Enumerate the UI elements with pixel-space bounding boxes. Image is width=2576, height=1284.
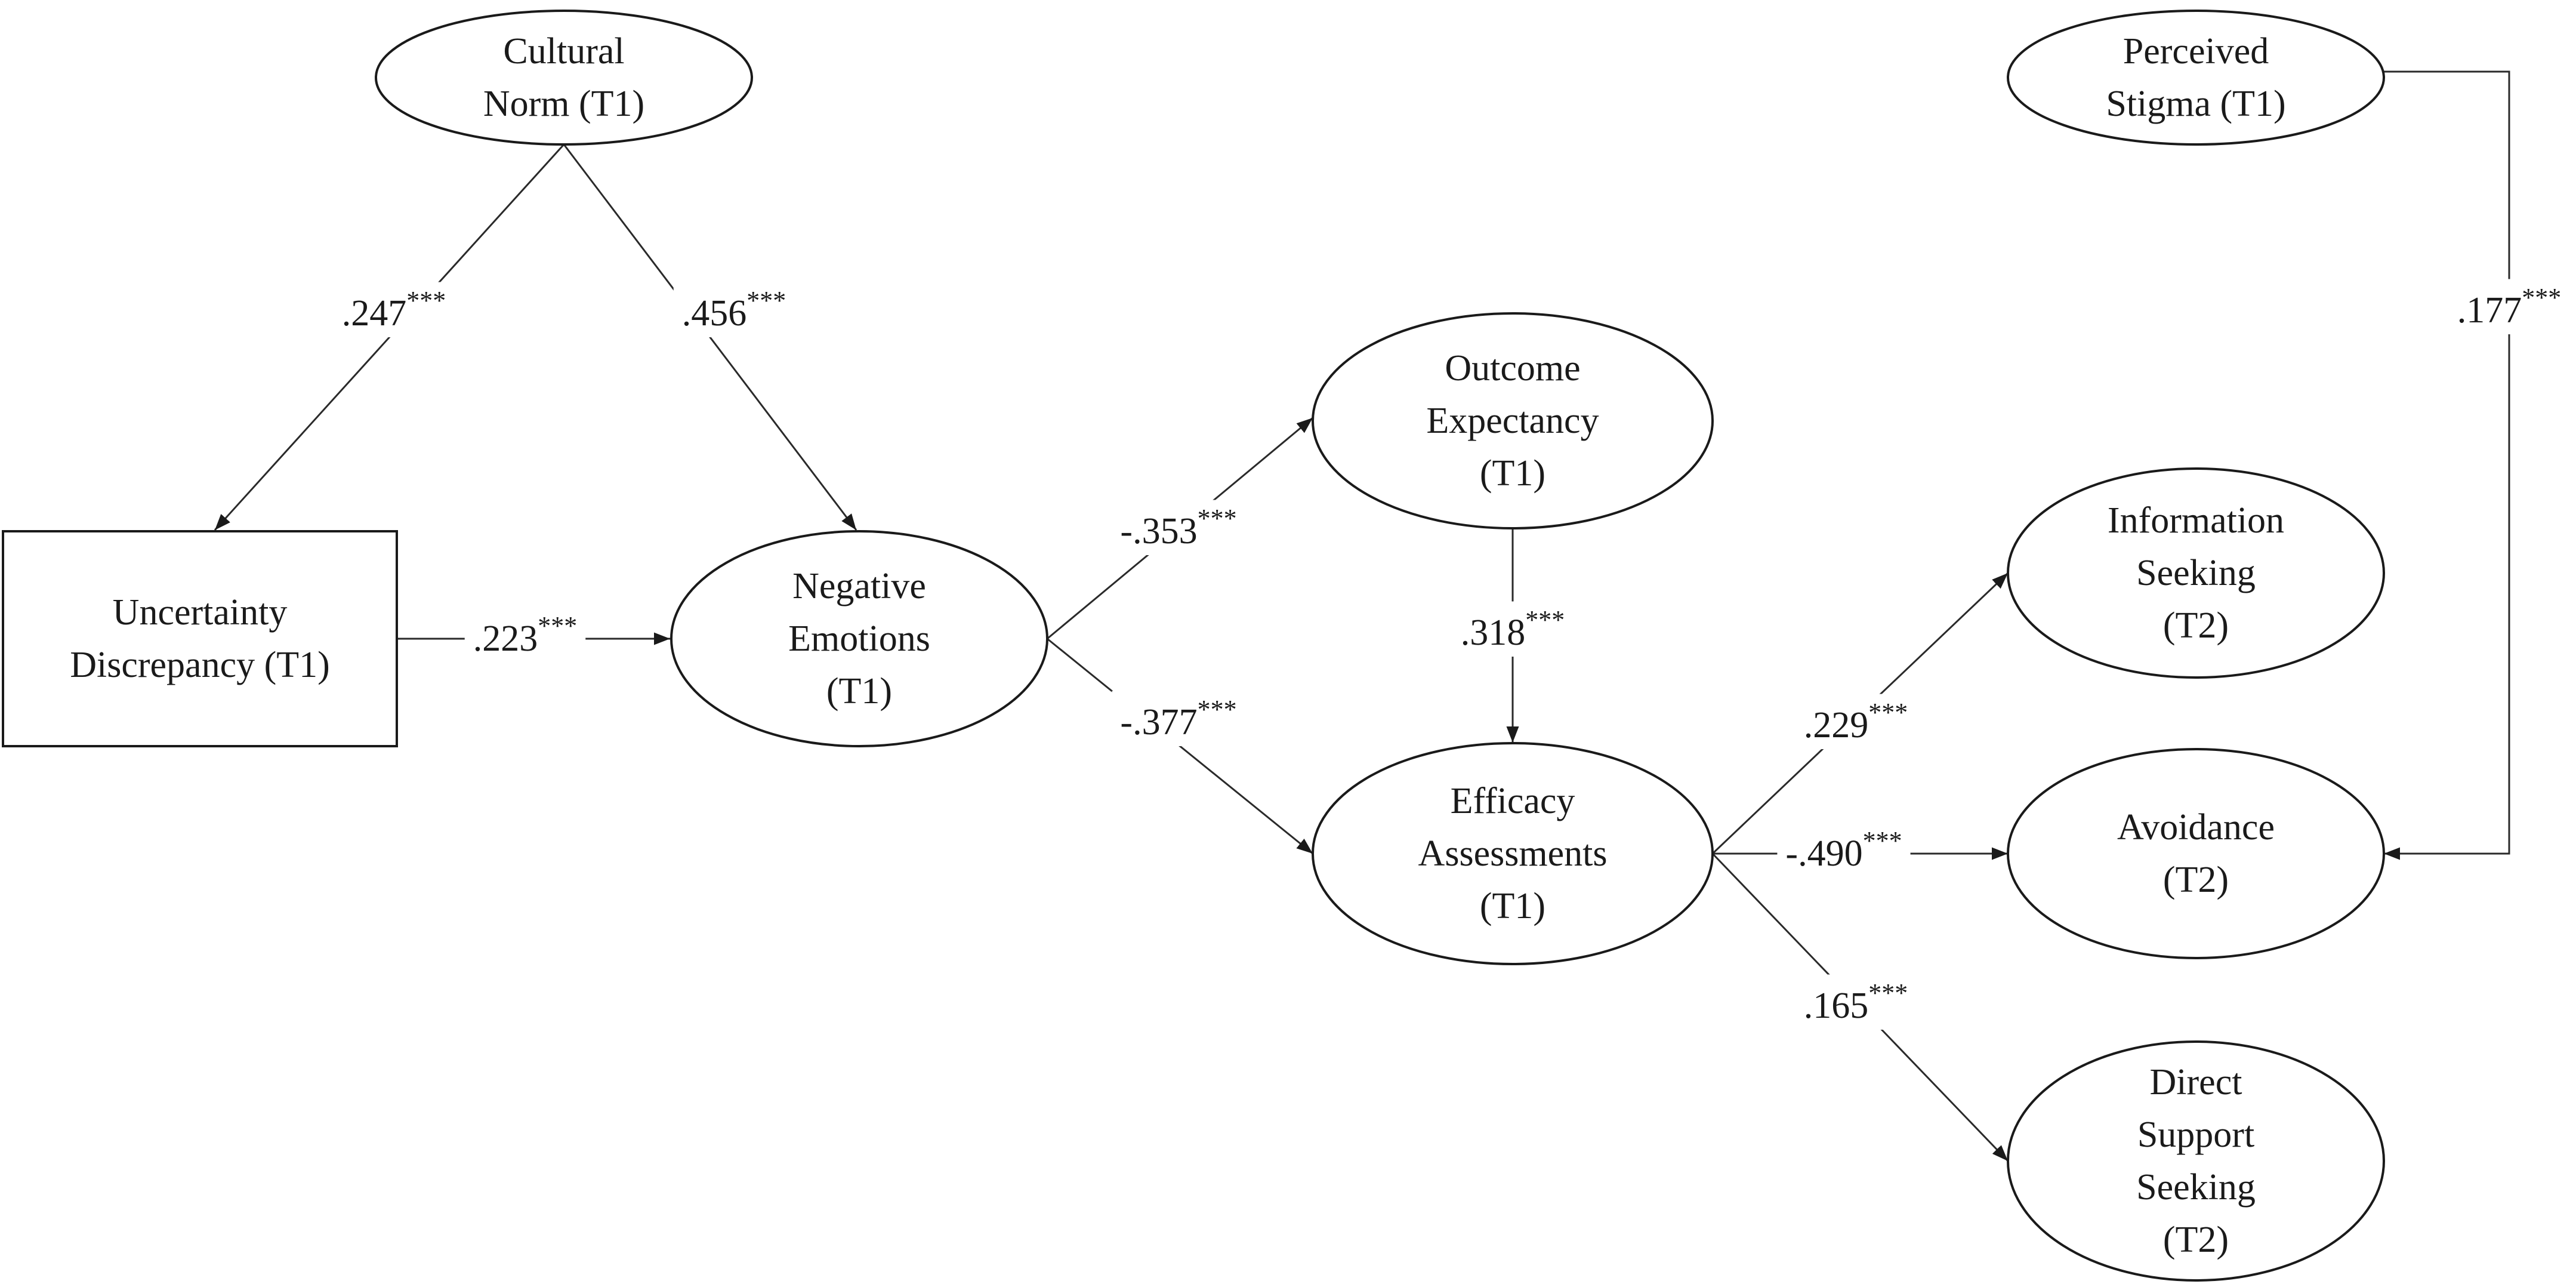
- node-label-line: (T1): [826, 671, 892, 712]
- coefficient-labels-layer: .247***.456***.223***-.353***-.377***.31…: [333, 279, 2570, 1030]
- coefficient-backing: [1795, 694, 1917, 749]
- node-label-line: Seeking: [2136, 1167, 2256, 1208]
- node-label-line: Stigma (T1): [2106, 84, 2285, 124]
- node-label-line: Uncertainty: [113, 592, 288, 633]
- coefficient-backing: [333, 282, 455, 337]
- coefficient-label: -.377***: [1120, 695, 1236, 743]
- coefficient-value: .223: [473, 618, 538, 659]
- node-label-line: Norm (T1): [483, 84, 644, 124]
- coefficient-backing: [2448, 279, 2570, 334]
- node-label-line: Assessments: [1418, 833, 1608, 874]
- coefficient-label: .247***: [342, 286, 446, 334]
- coefficient-label: -.353***: [1120, 504, 1236, 552]
- significance-marker: ***: [1198, 504, 1237, 533]
- edge-coefficient: .223***: [464, 607, 586, 663]
- node-label-line: (T2): [2163, 605, 2229, 646]
- coefficient-label: .177***: [2457, 283, 2562, 331]
- edge-perceived-stigma-to-avoidance: [2384, 70, 2510, 860]
- node-label-line: (T1): [1480, 886, 1545, 926]
- coefficient-value: -.353: [1120, 511, 1197, 552]
- coefficient-backing: [1112, 691, 1245, 746]
- coefficient-backing: [1112, 500, 1245, 555]
- significance-marker: ***: [406, 286, 446, 315]
- edge-coefficient: .456***: [673, 282, 795, 337]
- node-box: [2, 530, 398, 747]
- node-label-line: Support: [2137, 1114, 2254, 1155]
- edge-coefficient: .229***: [1795, 694, 1917, 749]
- node-label-line: (T2): [2163, 860, 2229, 900]
- node-ellipse: [670, 530, 1048, 747]
- node-ellipse: [2007, 748, 2385, 959]
- coefficient-backing: [1777, 822, 1911, 877]
- edge-coefficient: .177***: [2448, 279, 2570, 334]
- node-ellipse: [375, 10, 753, 146]
- node-avoidance: Avoidance (T2): [2007, 748, 2385, 959]
- edge-coefficient: .318***: [1452, 601, 1574, 657]
- coefficient-value: .318: [1461, 612, 1526, 653]
- coefficient-value: .165: [1804, 986, 1869, 1026]
- coefficient-value: -.377: [1120, 702, 1197, 743]
- node-label-line: Efficacy: [1451, 781, 1575, 821]
- coefficient-value: -.490: [1785, 833, 1862, 874]
- node-ellipse: [2007, 467, 2385, 679]
- coefficient-value: .177: [2457, 290, 2522, 331]
- coefficient-backing: [1795, 974, 1917, 1030]
- significance-marker: ***: [746, 286, 786, 315]
- node-label-line: Perceived: [2123, 31, 2269, 72]
- coefficient-value: .229: [1804, 705, 1869, 746]
- coefficient-backing: [673, 282, 795, 337]
- coefficient-label: .223***: [473, 611, 578, 660]
- node-label-line: Outcome: [1445, 348, 1580, 389]
- node-label-line: Negative: [792, 566, 926, 606]
- coefficient-label: -.490***: [1785, 826, 1902, 875]
- significance-marker: ***: [1868, 698, 1908, 727]
- node-label-line: (T1): [1480, 453, 1545, 494]
- node-label-line: Expectancy: [1426, 401, 1599, 441]
- edge-coefficient: -.377***: [1112, 691, 1245, 746]
- coefficient-backing: [464, 607, 586, 663]
- coefficient-label: .456***: [682, 286, 786, 334]
- significance-marker: ***: [1525, 605, 1565, 635]
- node-label-line: Cultural: [503, 31, 624, 72]
- coefficient-label: .229***: [1804, 698, 1908, 746]
- node-label-line: Discrepancy (T1): [70, 645, 330, 685]
- coefficient-value: .456: [682, 293, 747, 334]
- node-ellipse: [1312, 312, 1714, 529]
- significance-marker: ***: [1198, 695, 1237, 724]
- node-ellipse: [2007, 10, 2385, 146]
- node-label-line: Emotions: [788, 618, 930, 659]
- coefficient-value: .247: [342, 293, 407, 334]
- significance-marker: ***: [2522, 283, 2561, 312]
- node-label-line: Avoidance: [2117, 807, 2275, 848]
- edge-coefficient: -.490***: [1777, 822, 1911, 877]
- edge-coefficient: .165***: [1795, 974, 1917, 1030]
- node-label-line: Direct: [2150, 1062, 2242, 1103]
- node-label-line: (T2): [2163, 1220, 2229, 1260]
- node-label-line: Information: [2108, 500, 2284, 541]
- coefficient-backing: [1452, 601, 1574, 657]
- edge-coefficient: .247***: [333, 282, 455, 337]
- node-label-line: Seeking: [2136, 553, 2256, 593]
- coefficient-label: .165***: [1804, 978, 1908, 1027]
- significance-marker: ***: [1868, 978, 1908, 1008]
- coefficient-label: .318***: [1461, 605, 1565, 654]
- significance-marker: ***: [1863, 826, 1902, 855]
- node-ellipse: [1312, 742, 1714, 965]
- node-ellipse: [2007, 1040, 2385, 1282]
- edge-arrow: [2384, 70, 2510, 860]
- significance-marker: ***: [538, 611, 577, 641]
- edge-coefficient: -.353***: [1112, 500, 1245, 555]
